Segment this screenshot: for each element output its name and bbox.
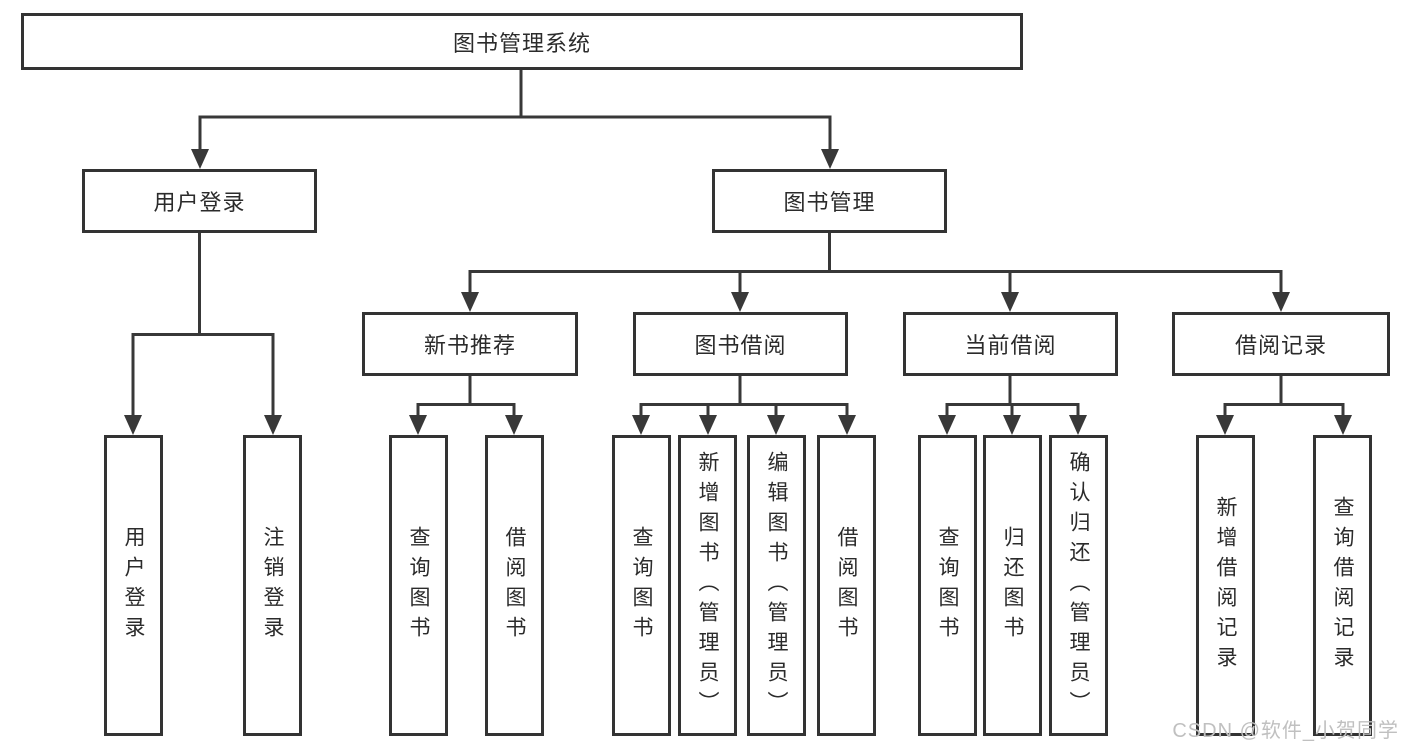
leaf-user-login: 用户登录 [104, 435, 163, 736]
node-label: 图书借阅 [694, 333, 787, 358]
leaf-label: 查询图书 [407, 525, 430, 646]
node-label: 借阅记录 [1234, 333, 1327, 358]
leaf-query-borrow-record: 查询借阅记录 [1313, 435, 1372, 736]
node-label: 当前借阅 [964, 333, 1057, 358]
leaf-label: 用户登录 [122, 525, 145, 646]
leaf-label: 查询图书 [630, 525, 653, 646]
node-label: 用户登录 [153, 190, 246, 215]
leaf-logout: 注销登录 [243, 435, 302, 736]
node-book-borrowing: 图书借阅 [633, 312, 848, 376]
leaf-return-books: 归还图书 [983, 435, 1042, 736]
leaf-add-book-admin: 新增图书（管理员） [678, 435, 737, 736]
leaf-label: 借阅图书 [835, 525, 858, 646]
node-user-login: 用户登录 [82, 169, 317, 233]
leaf-label: 编辑图书（管理员） [765, 450, 788, 721]
node-label: 图书管理 [783, 190, 876, 215]
leaf-label: 归还图书 [1001, 525, 1024, 646]
node-library-system: 图书管理系统 [21, 13, 1023, 70]
leaf-add-borrow-record: 新增借阅记录 [1196, 435, 1255, 736]
leaf-confirm-return-admin: 确认归还（管理员） [1049, 435, 1108, 736]
watermark: CSDN @软件_小贺同学 [1172, 720, 1399, 742]
leaf-label: 确认归还（管理员） [1067, 450, 1090, 721]
leaf-label: 新增图书（管理员） [696, 450, 719, 721]
leaf-label: 新增借阅记录 [1214, 495, 1237, 676]
node-new-book-recommend: 新书推荐 [362, 312, 578, 376]
leaf-query-books-recommend: 查询图书 [389, 435, 448, 736]
arrow-down-icons [124, 149, 1352, 435]
node-label: 图书管理系统 [452, 30, 591, 56]
node-borrow-records: 借阅记录 [1172, 312, 1390, 376]
leaf-label: 借阅图书 [503, 525, 526, 646]
leaf-label: 查询图书 [936, 525, 959, 646]
leaf-borrow-books-recommend: 借阅图书 [485, 435, 544, 736]
leaf-query-books-borrowing: 查询图书 [612, 435, 671, 736]
leaf-label: 注销登录 [261, 525, 284, 646]
leaf-borrow-books-borrowing: 借阅图书 [817, 435, 876, 736]
node-current-borrowing: 当前借阅 [903, 312, 1118, 376]
leaf-label: 查询借阅记录 [1331, 495, 1354, 676]
leaf-query-books-current: 查询图书 [918, 435, 977, 736]
leaf-edit-book-admin: 编辑图书（管理员） [747, 435, 806, 736]
node-label: 新书推荐 [423, 333, 516, 358]
node-book-management: 图书管理 [712, 169, 947, 233]
